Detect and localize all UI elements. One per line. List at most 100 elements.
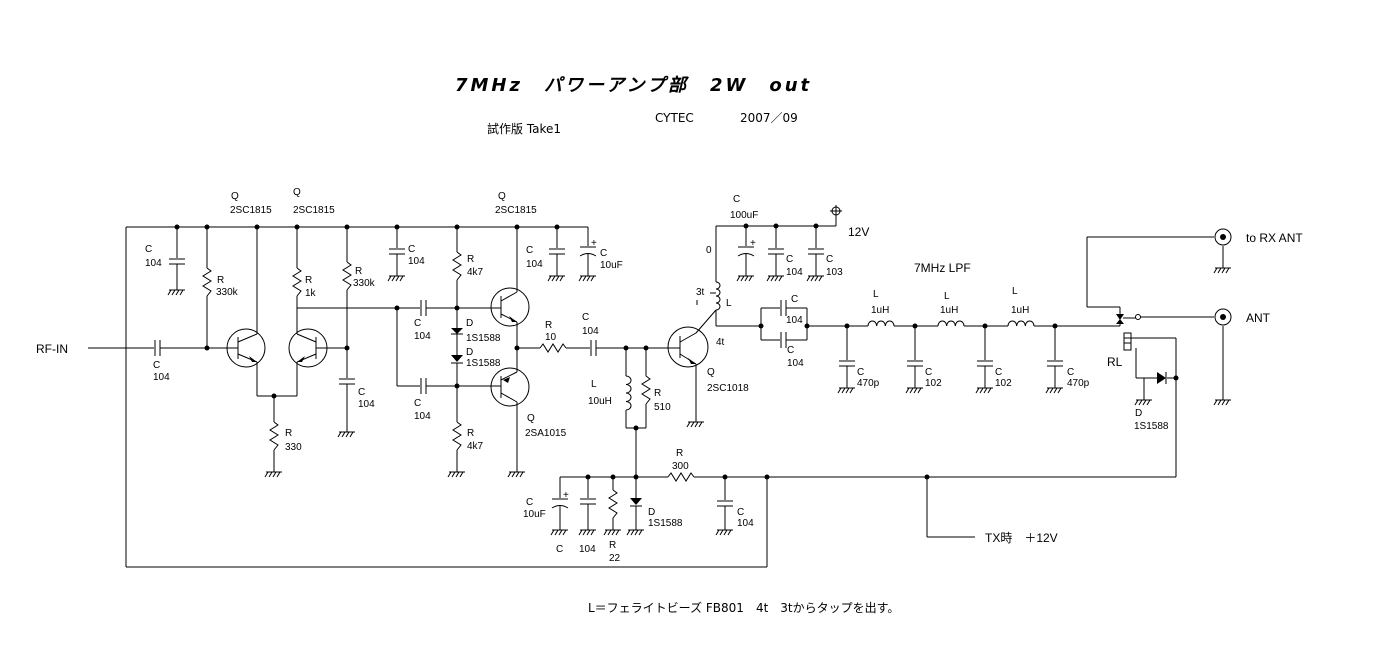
value-c-q2b: 104 (358, 399, 375, 410)
value-c-top104: 104 (526, 259, 543, 270)
capacitor-lpf-102-a (907, 360, 923, 367)
resistor-r10 (539, 343, 567, 353)
value-l1: 1uH (871, 305, 889, 316)
label-c-100uf: C (733, 194, 740, 205)
label-c-bias-10uf: C (526, 497, 533, 508)
value-r10: 10 (545, 332, 557, 343)
ground-top-104 (547, 275, 565, 282)
label-l1: L (873, 289, 879, 300)
value-c-470b: 470p (1067, 378, 1090, 389)
capacitor-parallel-bottom (780, 332, 787, 348)
capacitor-top-104 (549, 248, 565, 255)
label-c-470a: C (857, 367, 864, 378)
ground-bias-diode (626, 529, 644, 536)
value-c-mid-a: 104 (414, 331, 431, 342)
to-rx-ant-label: to RX ANT (1246, 231, 1303, 245)
label-l3: L (1012, 286, 1018, 297)
value-c-coup: 104 (582, 326, 599, 337)
resistor-emitter (269, 421, 279, 451)
transistor-q5 (667, 326, 709, 368)
transistor-q3 (490, 287, 530, 327)
transistor-q4 (490, 367, 530, 407)
value-c-tx104: 104 (737, 518, 754, 529)
inductor-10uh (625, 375, 632, 411)
transistor-q1 (226, 328, 266, 368)
capacitor-12v-104 (768, 248, 784, 255)
power-terminal-icon (830, 205, 842, 217)
label-c-par-a: C (791, 294, 798, 305)
value-r-emit: 330 (285, 442, 302, 453)
ground-q4 (507, 471, 525, 478)
label-l2: L (944, 291, 950, 302)
capacitor-electrolytic-10uf: + (579, 238, 597, 257)
capacitor-c1 (169, 258, 185, 265)
capacitor-q2-base (339, 378, 355, 385)
capacitor-electrolytic-100uf: + (737, 238, 756, 257)
value-r510: 510 (654, 402, 671, 413)
capacitor-lpf-470p-b (1047, 360, 1063, 367)
label-d1: D (466, 318, 473, 329)
label-r-4k7b: R (467, 428, 474, 439)
relay-switch-icon (1116, 314, 1141, 351)
value-r1: 330k (216, 287, 239, 298)
wires (88, 215, 1224, 568)
ant-connector-icon (1214, 308, 1232, 326)
label-q5: Q (707, 367, 715, 378)
capacitor-q3-base (420, 300, 427, 316)
diode-relay (1157, 372, 1167, 384)
inductor-lpf-2 (937, 320, 965, 327)
capacitor-bias-electrolytic: + (551, 490, 569, 509)
resistor-r22 (608, 489, 618, 519)
diode-d1 (451, 328, 463, 335)
tx-12v-label: TX時 ＋12V (985, 531, 1058, 545)
label-d2: D (466, 347, 473, 358)
svg-text:+: + (563, 490, 569, 501)
label-c-10uf: C (600, 248, 607, 259)
capacitor-parallel-top (780, 300, 787, 316)
turns-3t: 3t (696, 287, 705, 298)
value-q1: 2SC1815 (230, 205, 272, 216)
ground-q5 (686, 421, 704, 428)
label-c-top104: C (526, 245, 533, 256)
inductors (625, 281, 1035, 411)
capacitor-lpf-102-b (977, 360, 993, 367)
tap-zero: 0 (706, 245, 712, 256)
ground-100uf (736, 275, 754, 282)
label-r300: R (676, 448, 683, 459)
value-c-100uf: 100uF (730, 210, 758, 221)
rf-in-label: RF-IN (36, 342, 68, 356)
value-c-470a: 470p (857, 378, 880, 389)
label-q3: Q (498, 191, 506, 202)
value-r-4k7b: 4k7 (467, 441, 484, 452)
value-c-102a: 102 (925, 378, 942, 389)
ground-tx-104 (715, 529, 733, 536)
date-label: 2007／09 (740, 111, 798, 125)
label-q4: Q (527, 413, 535, 424)
resistors (202, 251, 695, 519)
ground-12v-104 (766, 275, 784, 282)
label-c-q2b: C (358, 387, 365, 398)
diode-bias (630, 477, 642, 507)
resistor-r3 (342, 261, 352, 291)
transistor-q2 (288, 328, 328, 368)
value-c-bias-10uf: 10uF (523, 509, 546, 520)
value-r22: 22 (609, 553, 621, 564)
ground-vcc-cap (387, 275, 405, 282)
label-c-vcc: C (408, 244, 415, 255)
ground-10uf (578, 275, 596, 282)
component-labels: RF-IN C 104 C 104 R 330k Q 2SC1815 Q 2SC… (36, 187, 1303, 564)
capacitor-lpf-470p-a (839, 360, 855, 367)
value-d2: 1S1588 (466, 358, 501, 369)
label-r3: R (355, 266, 362, 277)
label-l-10uh: L (591, 379, 597, 390)
label-c1: C (145, 244, 152, 255)
ground-bias-104 (578, 529, 596, 536)
resistor-r2 (292, 267, 302, 297)
ground-lpf-3 (975, 387, 993, 394)
inductor-lpf-1 (867, 320, 895, 327)
value-c-par-a: 104 (786, 315, 803, 326)
label-c-103: C (826, 254, 833, 265)
resistor-4k7-bottom (452, 421, 462, 451)
